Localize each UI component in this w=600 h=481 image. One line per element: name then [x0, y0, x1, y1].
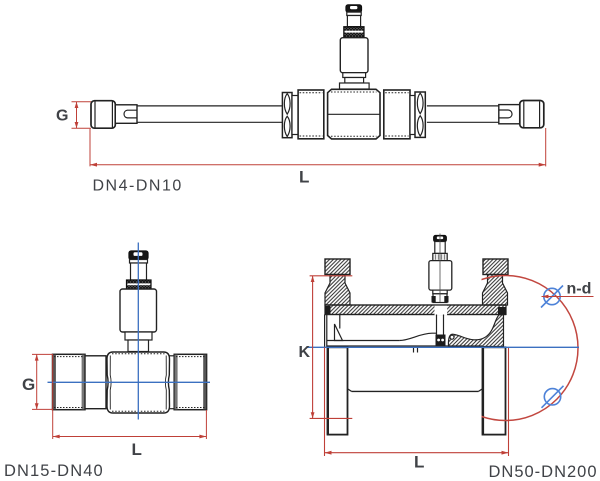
svg-text:L: L	[132, 440, 142, 459]
svg-text:G: G	[22, 375, 35, 394]
svg-text:G: G	[56, 108, 68, 125]
svg-text:L: L	[299, 168, 309, 187]
svg-text:n-d: n-d	[567, 281, 592, 298]
svg-text:K: K	[299, 344, 311, 361]
svg-text:L: L	[414, 453, 424, 472]
svg-text:DN4-DN10: DN4-DN10	[93, 178, 183, 195]
svg-text:DN50-DN200: DN50-DN200	[489, 463, 598, 481]
svg-text:DN15-DN40: DN15-DN40	[4, 462, 104, 480]
